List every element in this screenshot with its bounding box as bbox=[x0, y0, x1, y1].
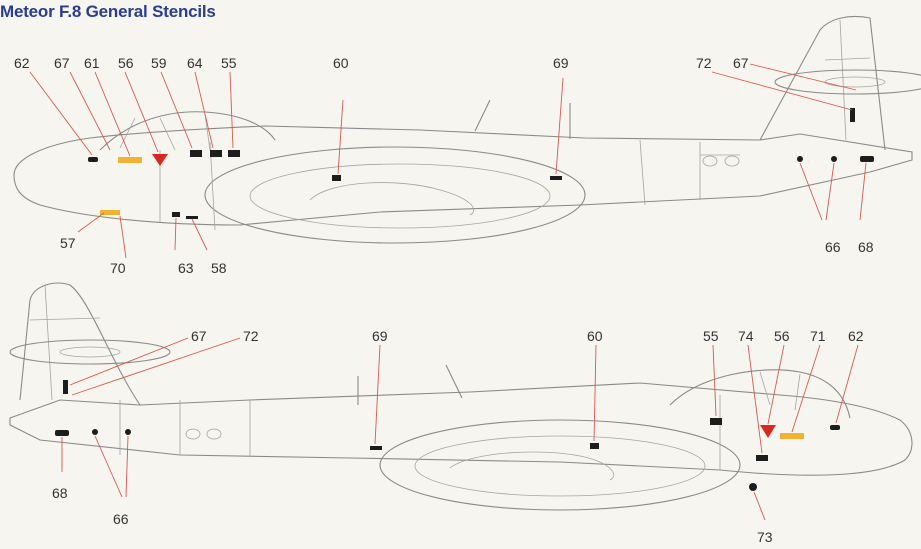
aircraft-top-view: 62 67 61 56 59 64 55 60 69 72 67 66 68 5… bbox=[13, 15, 921, 276]
callout-72b: 72 bbox=[243, 328, 259, 344]
callout-55b: 55 bbox=[703, 328, 719, 344]
callout-69: 69 bbox=[553, 55, 569, 71]
callout-71: 71 bbox=[810, 328, 826, 344]
diagram-title: Meteor F.8 General Stencils bbox=[0, 2, 216, 21]
callout-60b: 60 bbox=[587, 328, 603, 344]
callout-62b: 62 bbox=[848, 328, 864, 344]
callout-55: 55 bbox=[221, 55, 237, 71]
callout-68: 68 bbox=[858, 239, 874, 255]
callout-74: 74 bbox=[738, 328, 754, 344]
callout-56: 56 bbox=[118, 55, 134, 71]
callout-66b: 66 bbox=[113, 511, 129, 527]
callout-64: 64 bbox=[187, 55, 203, 71]
callout-56b: 56 bbox=[774, 328, 790, 344]
callout-68b: 68 bbox=[52, 485, 68, 501]
callout-63: 63 bbox=[178, 260, 194, 276]
callout-62: 62 bbox=[14, 55, 30, 71]
callout-57: 57 bbox=[60, 235, 76, 251]
callout-66: 66 bbox=[825, 239, 841, 255]
callout-67c: 67 bbox=[191, 328, 207, 344]
callout-67: 67 bbox=[54, 55, 70, 71]
callout-58: 58 bbox=[211, 260, 227, 276]
callout-72: 72 bbox=[696, 55, 712, 71]
callout-70: 70 bbox=[110, 260, 126, 276]
callout-60: 60 bbox=[333, 55, 349, 71]
callout-67b: 67 bbox=[733, 55, 749, 71]
aircraft-bottom-view: 67 72 69 60 55 74 56 71 62 68 66 73 bbox=[9, 282, 913, 545]
callout-61: 61 bbox=[84, 55, 100, 71]
callout-69b: 69 bbox=[372, 328, 388, 344]
callout-59: 59 bbox=[151, 55, 167, 71]
callout-73: 73 bbox=[757, 529, 773, 545]
